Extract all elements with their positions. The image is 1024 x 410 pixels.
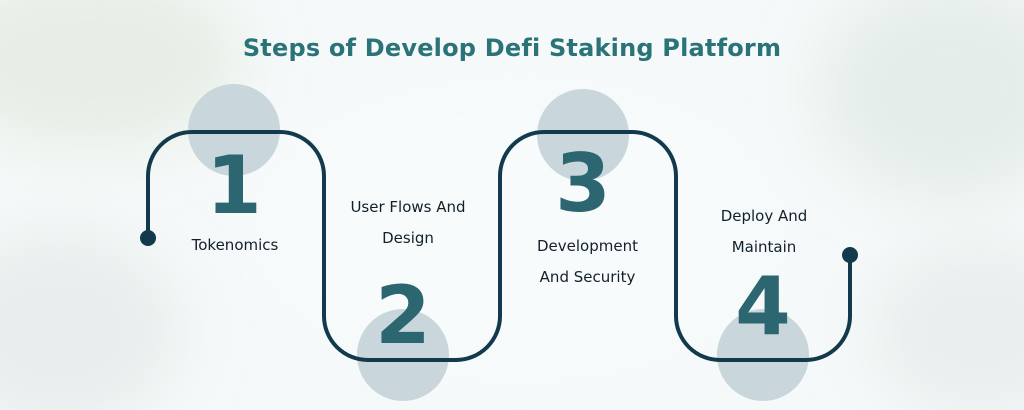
step-2-label: User Flows And Design [350,198,466,247]
step-1-number: 1 [206,139,262,232]
step-2-circle [357,309,449,401]
page-title: Steps of Develop Defi Staking Platform [242,34,782,62]
path-start-dot [140,230,156,246]
step-3-circle [537,89,629,181]
step-3-number: 3 [555,137,611,230]
step-4-circle [717,309,809,401]
connector-path [146,130,852,362]
path-end-dot [842,247,858,263]
step-2-number: 2 [375,269,431,362]
step-1-label: Tokenomics [191,236,279,254]
step-4-label: Deploy And Maintain [720,207,808,256]
step-4-number: 4 [735,260,791,353]
step-3-label: Development And Security [537,237,638,286]
